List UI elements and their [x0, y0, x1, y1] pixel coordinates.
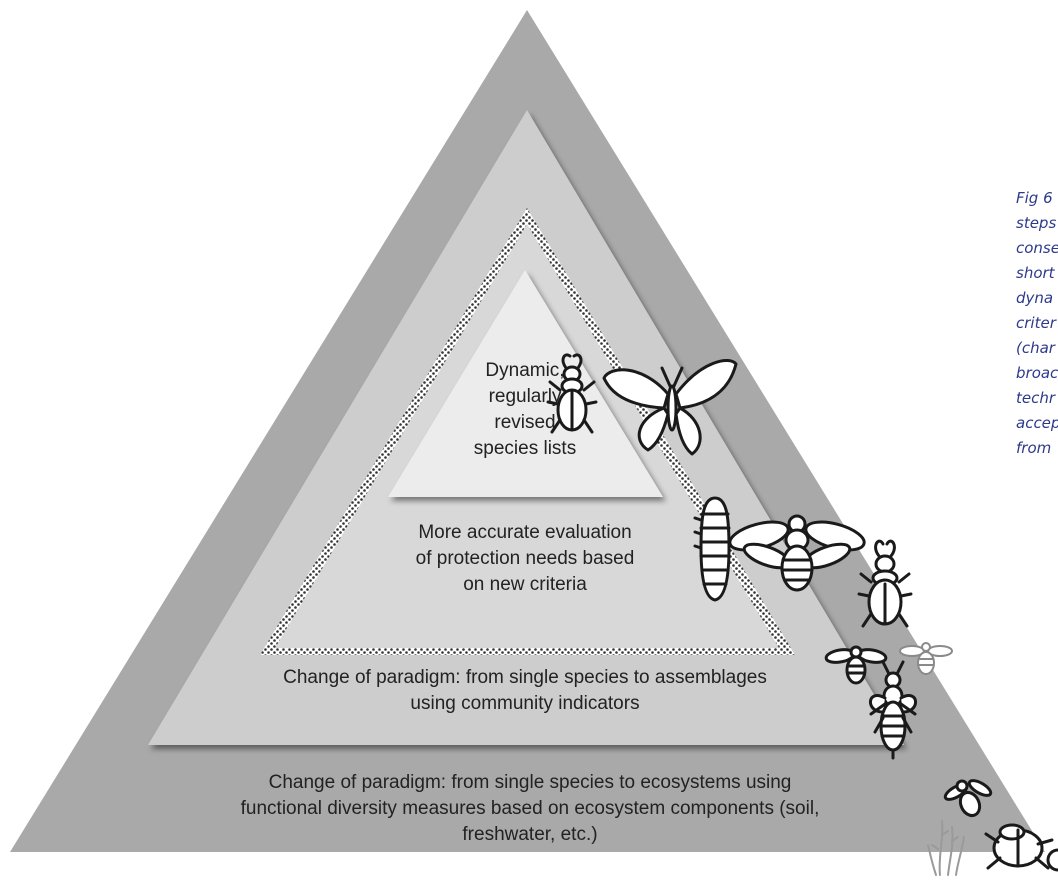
caption-line: conse — [1016, 239, 1058, 257]
hornet-icon — [869, 660, 917, 760]
caption-line: short — [1016, 264, 1055, 282]
bee-icon — [824, 645, 888, 685]
level-third-line: using community indicators — [410, 693, 640, 714]
caption-line: steps — [1016, 214, 1057, 232]
figure-caption-fragment: Fig 6 steps conse short dyna criter (cha… — [1016, 186, 1058, 461]
bee-icon — [899, 642, 953, 675]
bee-icon — [728, 514, 866, 592]
level-third-label: Change of paradigm: from single species … — [175, 665, 875, 717]
grass-icon — [927, 820, 965, 876]
caption-line: broac — [1016, 364, 1058, 382]
level-second-line: of protection needs based — [415, 548, 635, 569]
level-base-line: functional diversity measures based on e… — [240, 798, 820, 819]
stag-beetle-icon — [546, 353, 598, 434]
stag-beetle-icon — [857, 539, 913, 628]
level-top-line: species lists — [473, 438, 577, 459]
caption-line: Fig 6 — [1016, 189, 1053, 207]
dung-beetle-icon — [984, 823, 1058, 872]
caption-line: techr — [1016, 389, 1056, 407]
caption-line: accep — [1016, 414, 1058, 432]
butterfly-icon — [602, 359, 738, 456]
pyramid-level-top — [388, 270, 663, 497]
caption-line: (char — [1016, 339, 1055, 357]
caption-line: criter — [1016, 314, 1056, 332]
level-top-label: Dynamic, regularly revised species lists — [400, 358, 650, 462]
bee-icon — [943, 779, 993, 818]
level-second-line: More accurate evaluation — [418, 522, 632, 543]
level-top-line: regularly — [488, 386, 562, 407]
larva-icon — [693, 496, 731, 602]
level-second-line: on new criteria — [463, 574, 587, 595]
level-second-label: More accurate evaluation of protection n… — [340, 520, 710, 598]
level-top-line: revised — [494, 412, 556, 433]
level-top-line: Dynamic, — [485, 360, 565, 381]
caption-line: from — [1016, 439, 1052, 457]
caption-line: dyna — [1016, 289, 1054, 307]
level-base-line: Change of paradigm: from single species … — [268, 772, 792, 793]
level-base-line: freshwater, etc.) — [462, 824, 598, 845]
insect-icons — [546, 353, 1058, 876]
level-third-line: Change of paradigm: from single species … — [283, 667, 767, 688]
level-base-label: Change of paradigm: from single species … — [100, 770, 960, 848]
